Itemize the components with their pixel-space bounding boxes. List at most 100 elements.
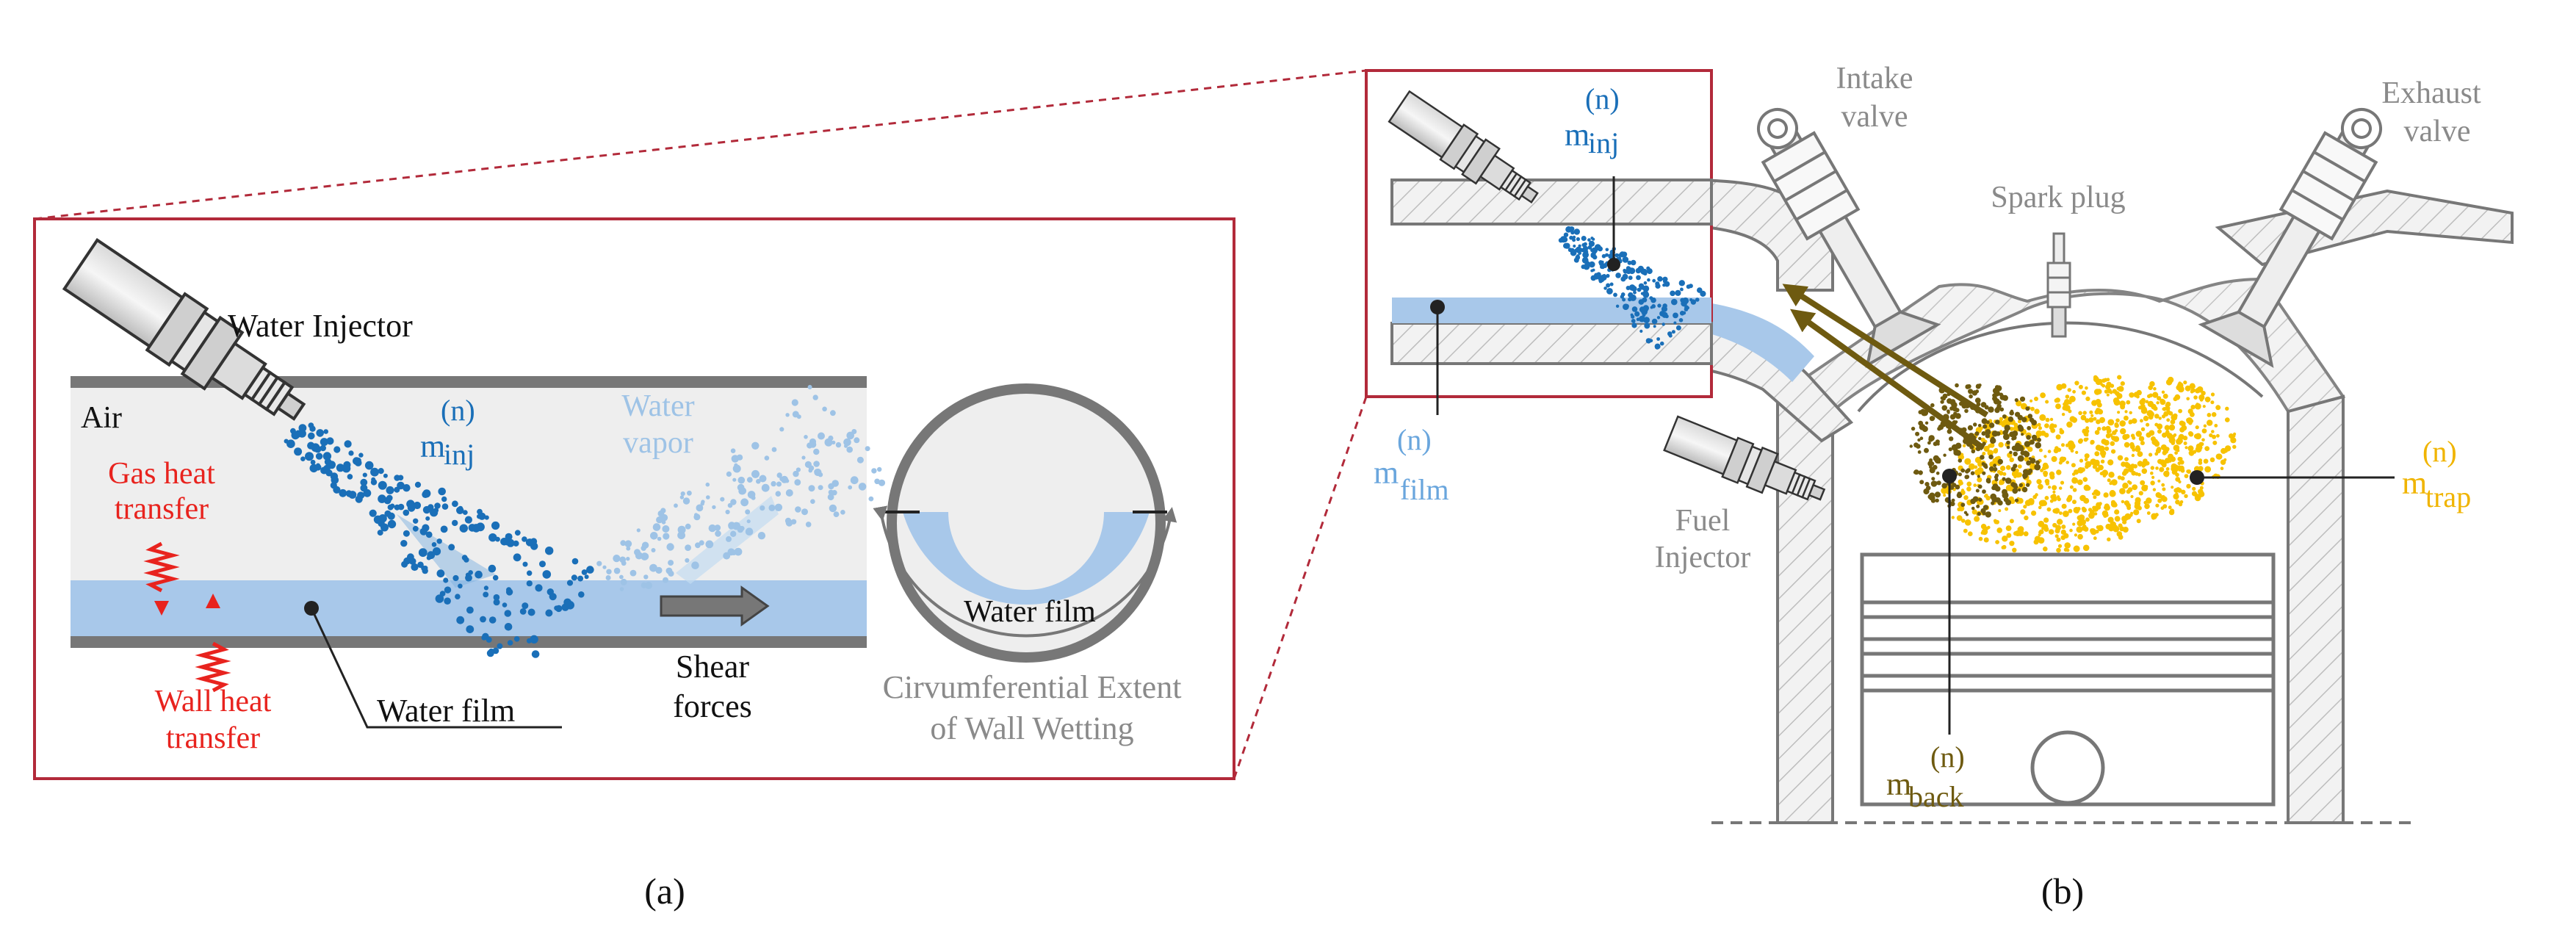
droplet [2128, 481, 2132, 485]
droplet [2056, 547, 2061, 553]
droplet [452, 519, 458, 527]
droplet [1949, 414, 1956, 420]
droplet [397, 481, 405, 490]
droplet [1628, 292, 1634, 298]
droplet [2122, 527, 2129, 533]
droplet [2119, 400, 2126, 407]
droplet [2038, 448, 2043, 453]
droplet [2071, 477, 2079, 484]
droplet [2106, 524, 2110, 528]
droplet [652, 523, 661, 531]
droplet [2035, 493, 2038, 497]
droplet [2085, 464, 2089, 469]
droplet [2157, 429, 2162, 434]
droplet [596, 560, 602, 566]
droplet [2010, 499, 2016, 505]
droplet [1950, 399, 1956, 405]
droplet [810, 499, 815, 504]
droplet [2143, 458, 2148, 464]
droplet [751, 469, 760, 478]
droplet [2144, 503, 2150, 509]
droplet [629, 569, 637, 577]
droplet [801, 508, 808, 516]
droplet [486, 636, 492, 643]
droplet [2076, 526, 2083, 533]
droplet [2186, 418, 2190, 422]
droplet [2041, 500, 2047, 506]
droplet [1994, 477, 1999, 482]
droplet [2151, 403, 2157, 410]
droplet [2115, 418, 2120, 423]
droplet [2175, 477, 2181, 482]
droplet [488, 533, 497, 542]
droplet [747, 491, 756, 499]
droplet [1982, 471, 1986, 475]
droplet [2112, 389, 2117, 394]
droplet [620, 578, 627, 585]
droplet [418, 548, 427, 558]
droplet [308, 422, 314, 428]
droplet [2188, 431, 2194, 437]
droplet [2081, 390, 2086, 395]
droplet [2164, 425, 2171, 430]
droplet [456, 506, 464, 514]
droplet [2187, 408, 2193, 414]
droplet [1627, 260, 1632, 265]
droplet [2148, 411, 2154, 418]
droplet [2049, 529, 2054, 535]
droplet [833, 511, 840, 517]
droplet [1643, 281, 1648, 285]
droplet [2215, 453, 2222, 460]
shear-label-2: forces [673, 688, 752, 724]
droplet [439, 591, 446, 596]
droplet [2131, 418, 2137, 424]
droplet [2203, 458, 2209, 464]
droplet [2037, 422, 2041, 427]
droplet [1573, 244, 1576, 248]
droplet [2166, 418, 2171, 422]
droplet [2093, 512, 2098, 516]
droplet [1664, 314, 1669, 319]
droplet [527, 570, 533, 576]
droplet [840, 510, 845, 515]
droplet [2131, 453, 2135, 458]
droplet [1995, 419, 2000, 425]
droplet [768, 504, 776, 511]
droplet [2038, 537, 2045, 544]
droplet [1966, 486, 1971, 491]
droplet [369, 509, 377, 517]
droplet [2013, 464, 2018, 469]
droplet [1998, 509, 2002, 513]
droplet [2090, 528, 2096, 535]
droplet [436, 538, 442, 544]
droplet [1609, 282, 1614, 286]
caption-a: (a) [644, 870, 685, 912]
droplet [784, 478, 790, 483]
droplet [1650, 297, 1656, 303]
droplet [2035, 460, 2041, 465]
droplet [2085, 396, 2090, 402]
droplet [2126, 502, 2132, 508]
droplet [505, 588, 513, 596]
exhaust-valve-label-2: valve [2404, 115, 2471, 148]
droplet [320, 444, 326, 452]
droplet [1587, 245, 1592, 250]
droplet [1986, 433, 1990, 436]
droplet [347, 474, 353, 480]
droplet [685, 523, 691, 530]
droplet [2179, 420, 2184, 426]
droplet [2173, 413, 2178, 419]
droplet [1980, 531, 1985, 535]
droplet [2120, 476, 2125, 481]
droplet [2002, 414, 2007, 419]
droplet [708, 524, 716, 533]
droplet [812, 394, 818, 400]
backflow-arrow-2 [1790, 309, 1985, 451]
droplet [497, 643, 503, 649]
droplet [2082, 477, 2088, 482]
droplet [2043, 517, 2049, 523]
droplet [1657, 276, 1663, 282]
droplet [1978, 536, 1983, 541]
vapor-droplets [596, 385, 886, 591]
